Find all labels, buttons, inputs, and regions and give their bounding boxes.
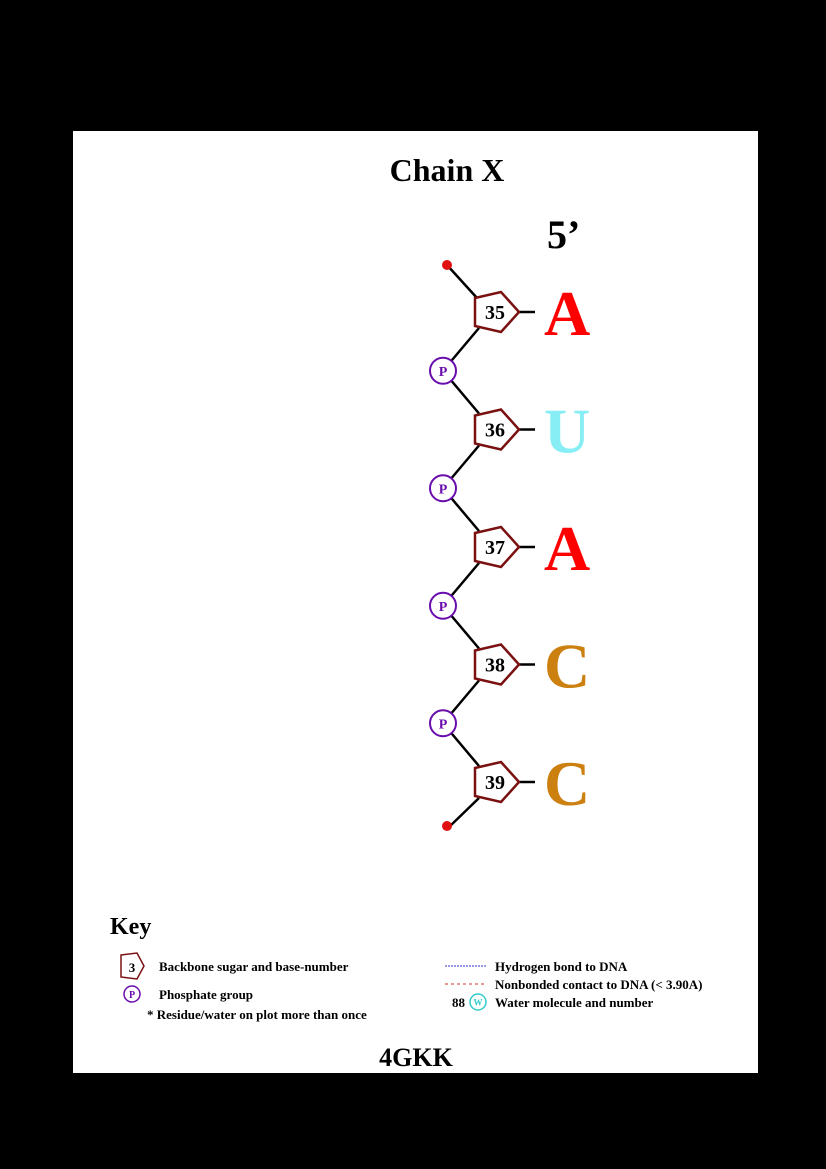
water-key-icon	[469, 993, 487, 1011]
sugar-key-number: 3	[129, 960, 136, 975]
phosphate-letter: P	[439, 600, 448, 615]
base-letter: A	[544, 513, 590, 584]
phosphate-circle	[429, 474, 457, 503]
residue-number: 39	[485, 772, 505, 794]
phosphate-circle	[429, 591, 457, 620]
residue-number: 38	[485, 655, 505, 677]
residue-number: 37	[485, 537, 505, 559]
multi-key-label: * Residue/water on plot more than once	[147, 1007, 367, 1022]
pdb-id: 4GKK	[379, 1043, 453, 1072]
water-key-letter: W	[474, 998, 483, 1008]
nonbonded-key-label: Nonbonded contact to DNA (< 3.90A)	[495, 977, 702, 992]
sugar-pentagon	[473, 525, 521, 569]
backbone-line	[446, 797, 480, 830]
key: Key 3 Backbone sugar and base-number P P…	[110, 914, 702, 1022]
sugar-pentagon	[473, 760, 521, 804]
phosphate-key-icon	[123, 985, 141, 1003]
base-letter: C	[544, 631, 590, 702]
chain-title: Chain X	[390, 152, 505, 188]
sugar-key-icon	[120, 952, 145, 980]
water-key-number: 88	[452, 995, 466, 1010]
phosphate-circle	[429, 709, 457, 738]
three-prime-terminus	[442, 821, 452, 831]
phosphate-key-letter: P	[129, 990, 135, 1001]
base-letter: A	[544, 278, 590, 349]
sugar-key-label: Backbone sugar and base-number	[159, 959, 349, 974]
hbond-key-label: Hydrogen bond to DNA	[495, 959, 628, 974]
phosphate-circle	[429, 356, 457, 385]
base-letter: C	[544, 748, 590, 819]
sugar-pentagon	[473, 290, 521, 334]
sugar-pentagon	[473, 408, 521, 451]
phosphate-letter: P	[439, 365, 448, 380]
residue-number: 35	[485, 302, 505, 324]
phosphate-letter: P	[439, 717, 448, 732]
residue-number: 36	[485, 420, 505, 442]
base-letter: U	[544, 396, 590, 467]
five-prime-terminus	[442, 260, 452, 270]
backbone-line	[446, 264, 478, 299]
phosphate-letter: P	[439, 482, 448, 497]
sugar-pentagon	[473, 643, 521, 686]
phosphate-key-label: Phosphate group	[159, 987, 253, 1002]
water-key-label: Water molecule and number	[495, 995, 654, 1010]
five-prime-label: 5’	[547, 212, 580, 257]
key-title: Key	[110, 914, 151, 940]
